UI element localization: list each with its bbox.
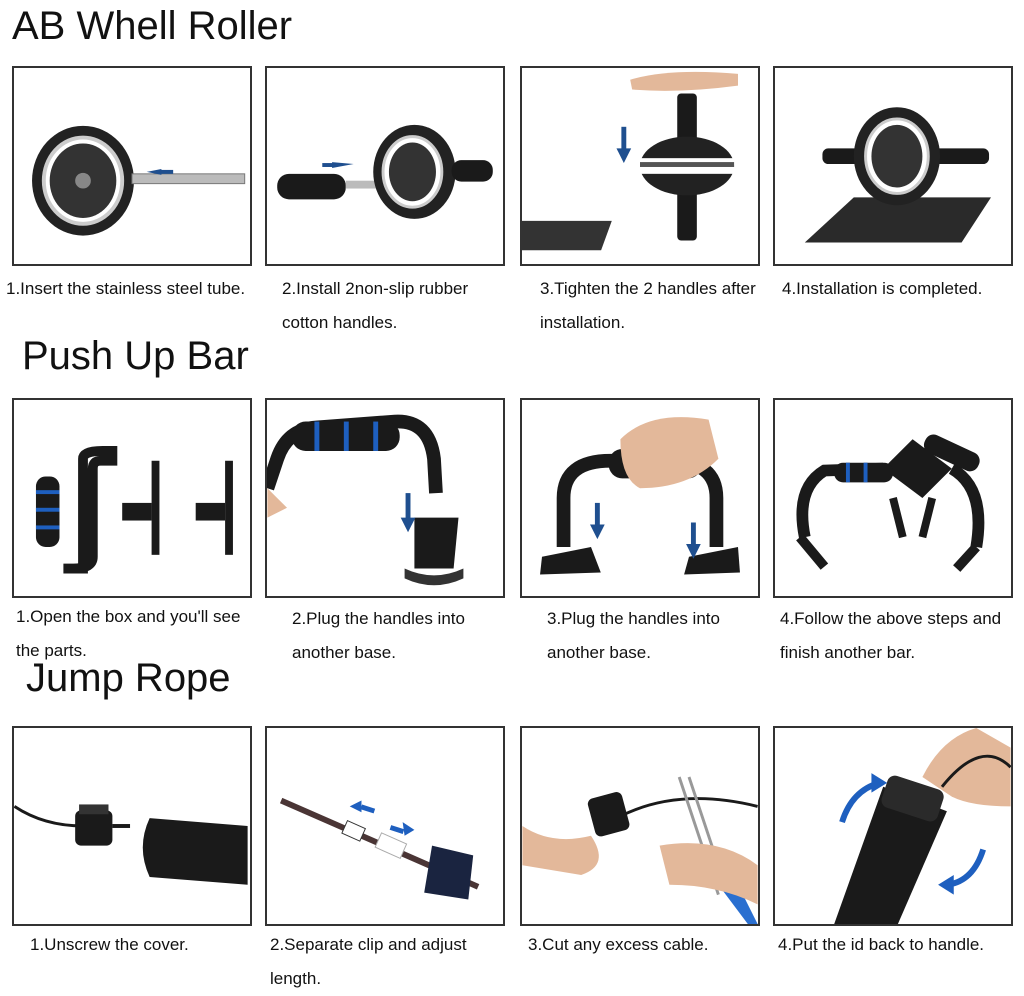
ab-roller-step-3-image bbox=[520, 66, 760, 266]
ab-roller-step-4-image bbox=[773, 66, 1013, 266]
jump-rope-step-3-caption: 3.Cut any excess cable. bbox=[528, 935, 709, 954]
jump-rope-step-1-caption: 1.Unscrew the cover. bbox=[30, 935, 189, 954]
push-up-step-3-image bbox=[520, 398, 760, 598]
jump-rope-step-3-image bbox=[520, 726, 760, 926]
push-up-step-4-caption: 4.Follow the above steps and finish anot… bbox=[780, 609, 1002, 662]
ab-roller-step-1-image bbox=[12, 66, 252, 266]
jump-rope-step-2-image bbox=[265, 726, 505, 926]
ab-roller-step-4-caption: 4.Installation is completed. bbox=[782, 279, 983, 298]
push-up-step-3-caption: 3.Plug the handles into another base. bbox=[547, 609, 720, 662]
jump-rope-step-4-caption: 4.Put the id back to handle. bbox=[778, 935, 985, 954]
section-title-push-up-bar: Push Up Bar bbox=[22, 334, 249, 378]
jump-rope-step-2-caption: 2.Separate clip and adjust length. bbox=[270, 935, 467, 988]
push-up-step-2-image bbox=[265, 398, 505, 598]
push-up-step-1-caption: 1.Open the box and you'll see the parts. bbox=[16, 607, 241, 660]
ab-roller-step-3-caption: 3.Tighten the 2 handles after installati… bbox=[540, 279, 756, 332]
section-title-jump-rope: Jump Rope bbox=[26, 656, 231, 700]
section-title-ab-roller: AB Whell Roller bbox=[12, 4, 293, 48]
push-up-step-1-image bbox=[12, 398, 252, 598]
ab-roller-step-2-image bbox=[265, 66, 505, 266]
ab-roller-step-1-caption: 1.Insert the stainless steel tube. bbox=[6, 279, 246, 298]
jump-rope-step-1-image bbox=[12, 726, 252, 926]
push-up-step-4-image bbox=[773, 398, 1013, 598]
jump-rope-step-4-image bbox=[773, 726, 1013, 926]
push-up-step-2-caption: 2.Plug the handles into another base. bbox=[292, 609, 465, 662]
ab-roller-step-2-caption: 2.Install 2non-slip rubber cotton handle… bbox=[282, 279, 469, 332]
